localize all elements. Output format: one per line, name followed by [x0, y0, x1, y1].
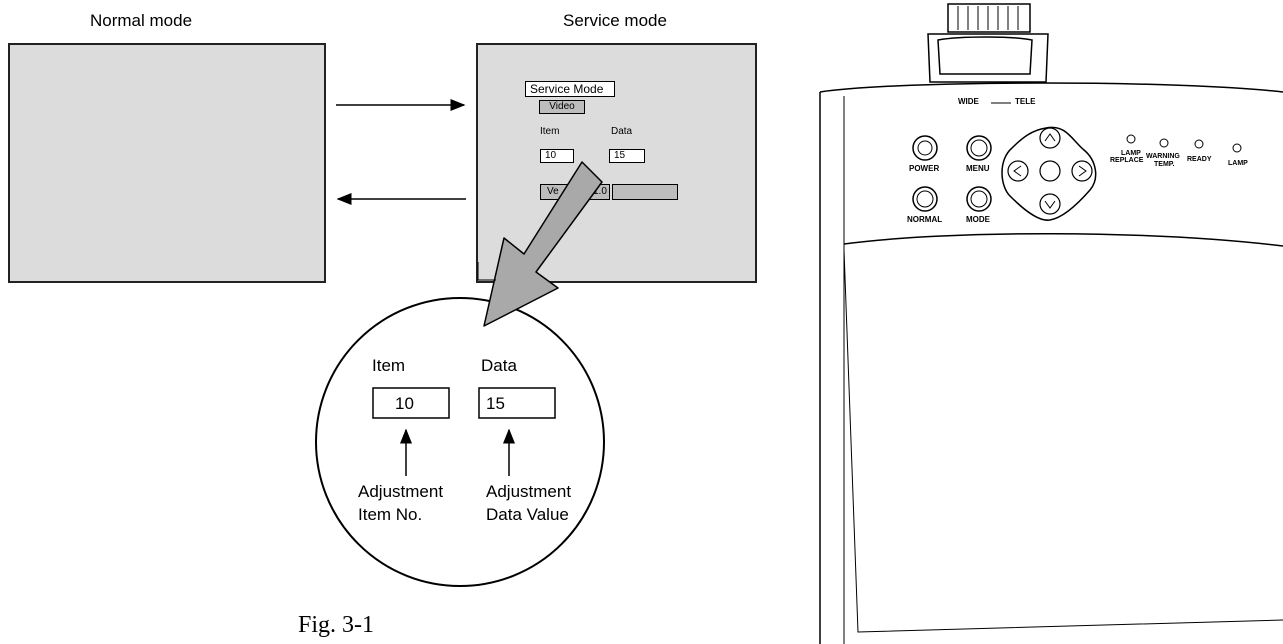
label-lamp-replace-1: LAMP [1121, 150, 1141, 157]
service-source-label: Video [539, 100, 585, 114]
service-menu-title: Service Mode [525, 81, 615, 97]
zoom-item-label: Item [372, 356, 406, 375]
zoom-item-box [372, 387, 450, 419]
label-warning-2: TEMP. [1154, 161, 1175, 168]
service-version-right: 1.0 [593, 186, 607, 197]
label-ready: READY [1187, 156, 1212, 163]
service-blank-box [612, 184, 678, 200]
service-item-label: Item [540, 126, 560, 137]
zoom-data-desc-2: Data Value [486, 505, 569, 524]
label-lamp-replace-2: REPLACE [1110, 157, 1144, 164]
label-mode: MODE [966, 215, 990, 224]
projector-panel [819, 3, 1283, 644]
normal-mode-title: Normal mode [90, 11, 193, 30]
label-lamp: LAMP [1228, 160, 1248, 167]
service-mode-title: Service mode [563, 11, 667, 30]
figure-caption: Fig. 3-1 [298, 612, 375, 638]
zoom-data-box [478, 387, 556, 419]
zoom-data-label: Data [481, 356, 517, 375]
service-item-value: 10 [540, 149, 574, 163]
zoom-item-desc-1: Adjustment [358, 482, 444, 501]
service-mode-screen: Service Mode Video Item Data 10 15 Ve 1.… [476, 43, 757, 283]
label-normal: NORMAL [907, 215, 943, 224]
label-warning-1: WARNING [1146, 153, 1180, 160]
zoom-item-value: 10 [395, 394, 414, 413]
crop-mark [477, 262, 496, 281]
label-power: POWER [909, 164, 940, 173]
zoom-circle [315, 297, 605, 587]
zoom-data-desc-1: Adjustment [486, 482, 572, 501]
service-version-left: Ve [547, 186, 559, 197]
zoom-callout-arrow [483, 161, 603, 327]
label-tele: TELE [1015, 97, 1036, 106]
service-data-value: 15 [609, 149, 645, 163]
diagram-graphics [315, 99, 605, 587]
normal-mode-screen [8, 43, 326, 283]
zoom-data-value: 15 [486, 394, 505, 413]
service-data-label: Data [611, 126, 633, 137]
label-wide: WIDE [958, 97, 979, 106]
label-menu: MENU [966, 164, 990, 173]
zoom-item-desc-2: Item No. [358, 505, 423, 524]
